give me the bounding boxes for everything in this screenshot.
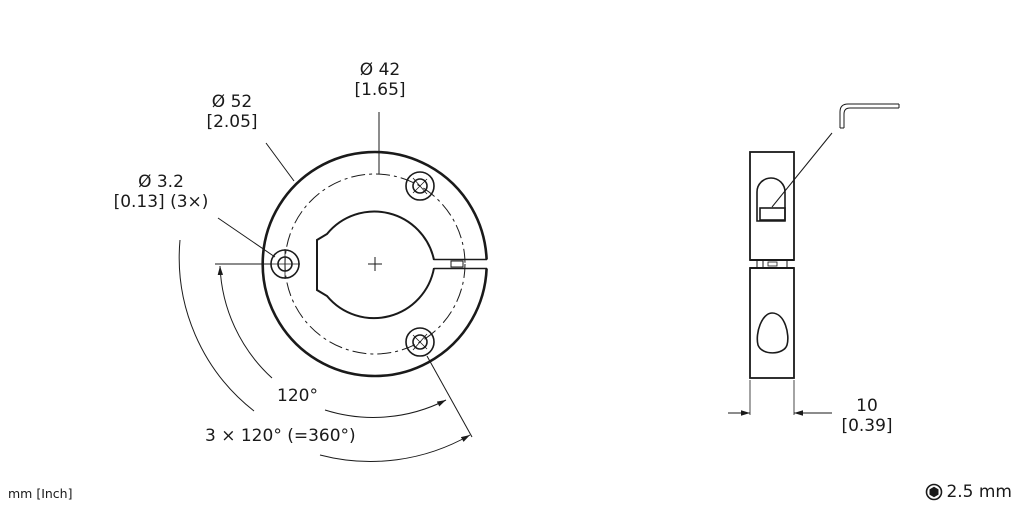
front-view <box>178 112 488 462</box>
hex-key-icon <box>839 103 900 129</box>
screw-pocket <box>756 177 786 222</box>
clamp-screw-head <box>759 207 786 221</box>
side-width-label: 10 [0.39] <box>834 396 900 436</box>
mount-hole-top-right <box>405 171 435 201</box>
angle-arc-120 <box>217 265 273 379</box>
angle-arc-360-lower <box>319 434 471 462</box>
leader-outer-diameter <box>265 142 295 182</box>
hole-diameter-label: Ø 3.2 [0.13] (3×) <box>105 172 217 212</box>
leader-hex-key <box>771 132 833 208</box>
hex-key-size-text: 2.5 mm <box>946 482 1012 502</box>
side-body-lower <box>749 267 795 379</box>
hex-socket-icon <box>926 483 943 501</box>
angle-120-label: 120° <box>277 386 318 406</box>
inner-bore <box>316 210 435 320</box>
hole-diameter-inch: [0.13] (3×) <box>113 192 209 212</box>
angle-arc-120-lower <box>324 399 447 418</box>
units-note: mm [Inch] <box>8 486 73 501</box>
mount-hole-left <box>270 249 300 279</box>
outer-diameter-mm: Ø 52 <box>211 92 253 112</box>
outer-diameter-inch: [2.05] <box>206 112 258 132</box>
side-width-inch: [0.39] <box>841 416 893 436</box>
side-width-mm: 10 <box>856 396 878 416</box>
mount-hole-bottom-right <box>405 327 435 357</box>
hex-key-size: 2.5 mm <box>925 482 1012 502</box>
bolt-circle-mm: Ø 42 <box>359 60 401 80</box>
bolt-circle-label: Ø 42 [1.65] <box>348 60 412 100</box>
side-view <box>728 103 900 416</box>
angle-360-label: 3 × 120° (=360°) <box>205 426 356 446</box>
angle-extension-line <box>426 355 473 438</box>
teardrop-hole <box>756 312 789 354</box>
leader-hole <box>217 217 276 258</box>
outer-diameter-label: Ø 52 [2.05] <box>200 92 264 132</box>
angle-arc-360-upper <box>178 239 255 412</box>
hole-diameter-mm: Ø 3.2 <box>138 172 184 192</box>
slot-screw <box>450 260 464 268</box>
bolt-circle-inch: [1.65] <box>354 80 406 100</box>
